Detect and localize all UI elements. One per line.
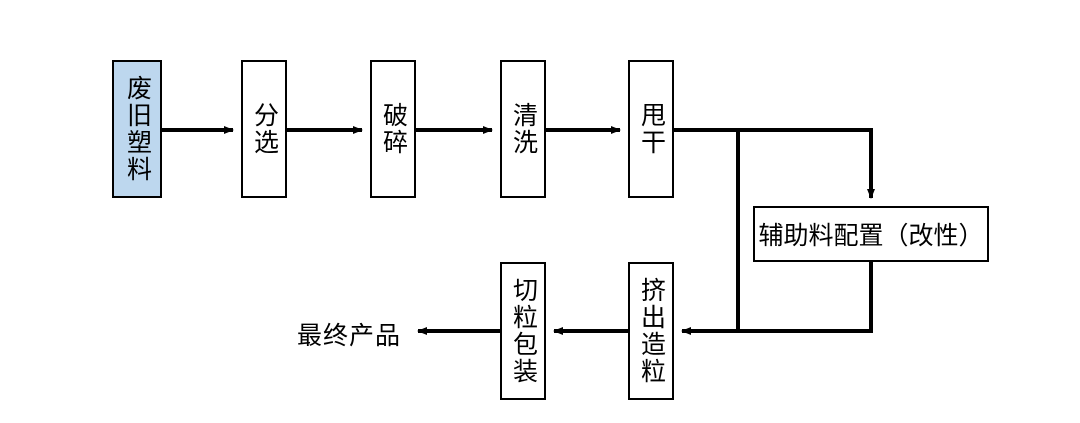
final-product-text: 最终产品: [297, 323, 402, 350]
edge-spindrying-to-additive: [674, 128, 875, 199]
node-additive-config-label: 辅助料配置（改性）: [758, 223, 984, 250]
node-waste-plastic-label: 废旧塑料: [123, 75, 151, 183]
node-spin-drying[interactable]: 甩干: [628, 60, 674, 198]
node-crushing-label: 破碎: [379, 102, 407, 156]
node-crushing[interactable]: 破碎: [370, 60, 416, 198]
node-pelletizing-packaging-label: 切粒包装: [509, 277, 537, 385]
node-pelletizing-packaging[interactable]: 切粒包装: [500, 262, 546, 400]
node-extrusion-granulation-label: 挤出造粒: [637, 277, 665, 385]
edge-additive-to-extrusion: [681, 262, 873, 335]
node-sorting-label: 分选: [250, 102, 278, 156]
node-washing-label: 清洗: [509, 102, 537, 156]
node-waste-plastic[interactable]: 废旧塑料: [112, 60, 162, 198]
node-sorting[interactable]: 分选: [241, 60, 287, 198]
node-extrusion-granulation[interactable]: 挤出造粒: [628, 262, 674, 400]
node-additive-config[interactable]: 辅助料配置（改性）: [753, 206, 989, 262]
node-washing[interactable]: 清洗: [500, 60, 546, 198]
node-spin-drying-label: 甩干: [637, 102, 665, 156]
